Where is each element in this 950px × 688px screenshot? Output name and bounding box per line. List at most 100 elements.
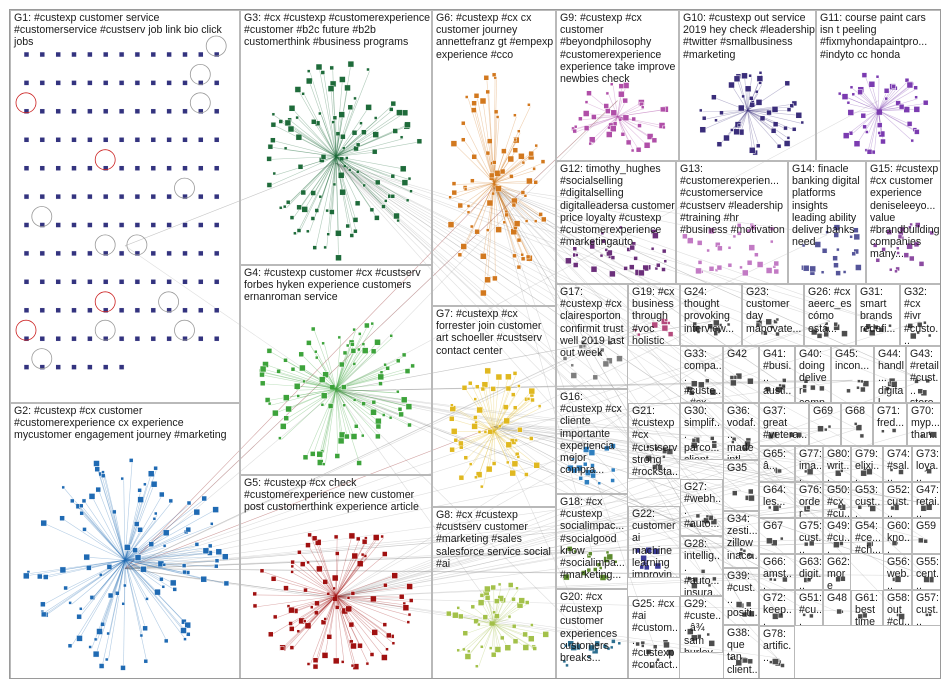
- edge: [335, 503, 868, 598]
- cluster-g73: G73: loya... #cu...: [912, 446, 941, 482]
- node: [717, 245, 723, 252]
- node: [876, 122, 883, 128]
- node: [583, 461, 588, 467]
- cluster-g1: G1: #custexp customer service #customers…: [10, 10, 240, 403]
- edge: [299, 156, 337, 232]
- node: [494, 646, 502, 653]
- node: [150, 137, 157, 143]
- edge: [878, 109, 917, 111]
- edge: [493, 154, 532, 184]
- node: [565, 257, 572, 265]
- node: [81, 498, 87, 504]
- self-loop: [174, 177, 195, 199]
- node: [182, 193, 188, 200]
- node: [198, 307, 204, 314]
- node: [386, 632, 392, 639]
- edge: [493, 182, 525, 260]
- node: [853, 227, 859, 233]
- node: [102, 335, 109, 342]
- edge: [617, 116, 640, 151]
- node: [495, 373, 503, 381]
- node: [333, 534, 339, 540]
- node: [471, 100, 477, 106]
- node: [480, 484, 484, 489]
- cluster-label: G24: thought provoking interview...: [684, 286, 735, 335]
- edge: [124, 559, 176, 591]
- node: [656, 262, 661, 268]
- node: [523, 194, 528, 198]
- node: [629, 244, 635, 251]
- edge: [271, 595, 337, 636]
- edge: [747, 106, 793, 111]
- node: [606, 646, 611, 651]
- node: [491, 72, 497, 78]
- node: [714, 118, 718, 123]
- edge: [124, 559, 174, 584]
- node: [39, 51, 46, 58]
- node: [485, 89, 490, 95]
- node: [23, 80, 30, 86]
- node: [398, 411, 404, 418]
- edge: [493, 320, 712, 427]
- cluster-label: G39: #cust... positi... made...: [727, 570, 758, 625]
- node: [758, 71, 763, 75]
- edge: [282, 595, 337, 650]
- node: [23, 137, 30, 143]
- cluster-g37: G37: great #vetera...: [759, 403, 809, 446]
- edge: [288, 388, 337, 410]
- node: [524, 600, 530, 605]
- node: [345, 223, 350, 229]
- node: [841, 93, 849, 100]
- edge: [493, 187, 898, 612]
- node: [603, 103, 609, 109]
- node: [134, 51, 141, 58]
- node: [571, 457, 575, 461]
- node: [572, 262, 579, 268]
- node: [102, 193, 109, 200]
- node: [87, 364, 93, 370]
- edge: [747, 110, 753, 151]
- node: [699, 108, 703, 113]
- node: [610, 255, 616, 260]
- cluster-label: G40: doing deliver comp...: [799, 348, 828, 403]
- node: [849, 85, 854, 90]
- node: [134, 165, 141, 171]
- node: [507, 582, 514, 588]
- node: [590, 265, 598, 273]
- node: [396, 389, 400, 394]
- edge: [335, 537, 384, 597]
- edge: [878, 110, 918, 133]
- node: [467, 649, 471, 654]
- node: [755, 89, 759, 94]
- node: [55, 51, 61, 58]
- node: [770, 128, 777, 134]
- node: [487, 428, 493, 435]
- node: [503, 404, 509, 410]
- edge: [594, 116, 618, 118]
- node: [39, 108, 46, 115]
- edge: [321, 156, 337, 199]
- node: [471, 154, 477, 160]
- node: [23, 279, 30, 285]
- edge: [493, 187, 742, 603]
- edge: [273, 140, 337, 157]
- edge: [878, 110, 914, 143]
- node: [658, 122, 666, 129]
- edge: [878, 84, 911, 111]
- edge: [335, 156, 378, 219]
- cluster-g7: G7: #custexp #cx forrester join customer…: [432, 306, 556, 507]
- node: [511, 596, 516, 602]
- node: [803, 541, 809, 547]
- node: [118, 307, 125, 314]
- node: [483, 430, 488, 434]
- node: [910, 332, 917, 340]
- node: [198, 250, 204, 257]
- node: [662, 125, 666, 130]
- node: [477, 622, 481, 627]
- node: [705, 378, 710, 384]
- cluster-g40: G40: doing deliver comp...: [795, 346, 831, 403]
- edge: [878, 110, 911, 125]
- node: [578, 344, 584, 349]
- node: [266, 348, 273, 354]
- edge: [335, 388, 342, 441]
